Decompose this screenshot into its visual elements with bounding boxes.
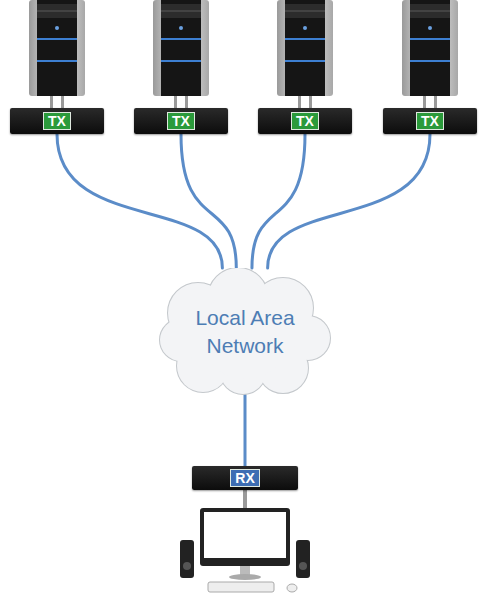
transmitter-label: TX (43, 112, 71, 130)
computer-tower (153, 0, 209, 108)
transmitter-box: TX (134, 108, 228, 134)
computer-tower (277, 0, 333, 108)
transmitter-label: TX (167, 112, 195, 130)
transmitter-box: TX (383, 108, 477, 134)
transmitter-label: TX (291, 112, 319, 130)
transmitter-label: TX (416, 112, 444, 130)
network-cable (252, 134, 305, 268)
computer-tower (29, 0, 85, 108)
workstation (180, 490, 310, 592)
network-cloud: Local Area Network (158, 268, 332, 395)
receiver-label: RX (230, 469, 259, 487)
network-cable (268, 134, 430, 268)
computer-tower (402, 0, 458, 108)
network-cable (244, 395, 247, 466)
cloud-shape (158, 268, 332, 395)
transmitter-box: TX (258, 108, 352, 134)
network-cable (181, 134, 236, 268)
receiver-box: RX (192, 466, 298, 490)
network-label: Local Area Network (183, 304, 307, 360)
transmitter-box: TX (10, 108, 104, 134)
